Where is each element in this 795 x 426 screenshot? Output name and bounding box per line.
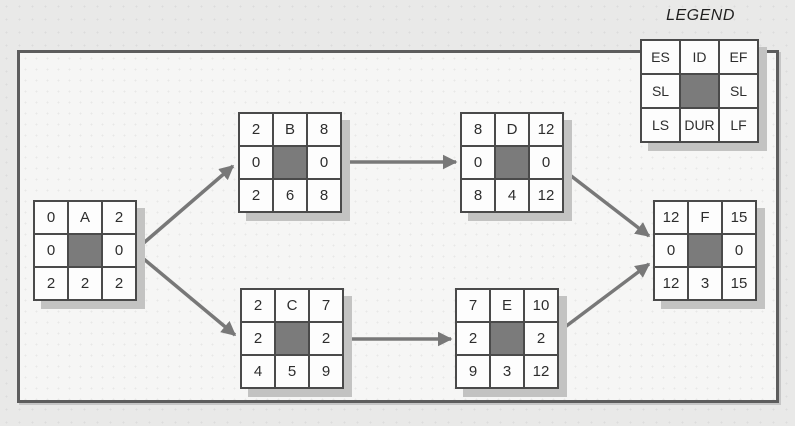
legend-lf-label: LF: [720, 109, 757, 141]
slack-right-value: 0: [103, 235, 135, 266]
node-center-block: [274, 147, 306, 178]
legend-grid: ES ID EF SL SL LS DUR LF: [640, 39, 759, 143]
ef-value: 8: [308, 114, 340, 145]
ls-value: 12: [655, 268, 687, 299]
ef-value: 10: [525, 290, 557, 321]
lf-value: 8: [308, 180, 340, 211]
dur-value: 6: [274, 180, 306, 211]
dur-value: 4: [496, 180, 528, 211]
lf-value: 2: [103, 268, 135, 299]
es-value: 0: [35, 202, 67, 233]
ls-value: 9: [457, 356, 489, 387]
lf-value: 15: [723, 268, 755, 299]
legend-dur-label: DUR: [681, 109, 718, 141]
dur-value: 3: [491, 356, 523, 387]
ls-value: 2: [35, 268, 67, 299]
activity-node-A: 0 A 2 0 0 2 2 2: [33, 200, 137, 301]
slack-right-value: 2: [525, 323, 557, 354]
slack-right-value: 0: [308, 147, 340, 178]
legend-ef-label: EF: [720, 41, 757, 73]
ls-value: 4: [242, 356, 274, 387]
lf-value: 12: [530, 180, 562, 211]
activity-node-E: 7 E 10 2 2 9 3 12: [455, 288, 559, 389]
slack-left-value: 0: [35, 235, 67, 266]
activity-id: E: [491, 290, 523, 321]
ef-value: 15: [723, 202, 755, 233]
slack-left-value: 0: [462, 147, 494, 178]
dur-value: 5: [276, 356, 308, 387]
node-center-block: [491, 323, 523, 354]
slack-left-value: 2: [457, 323, 489, 354]
ls-value: 8: [462, 180, 494, 211]
node-center-block: [69, 235, 101, 266]
es-value: 2: [242, 290, 274, 321]
legend-title: LEGEND: [666, 7, 735, 24]
ls-value: 2: [240, 180, 272, 211]
legend-sl-right-label: SL: [720, 75, 757, 107]
dur-value: 2: [69, 268, 101, 299]
slack-right-value: 0: [723, 235, 755, 266]
es-value: 2: [240, 114, 272, 145]
activity-id: A: [69, 202, 101, 233]
slack-left-value: 0: [240, 147, 272, 178]
activity-id: F: [689, 202, 721, 233]
node-center-block: [276, 323, 308, 354]
legend-ls-label: LS: [642, 109, 679, 141]
legend-center-block: [681, 75, 718, 107]
node-center-block: [689, 235, 721, 266]
legend-sl-left-label: SL: [642, 75, 679, 107]
slack-left-value: 2: [242, 323, 274, 354]
lf-value: 9: [310, 356, 342, 387]
es-value: 8: [462, 114, 494, 145]
activity-id: C: [276, 290, 308, 321]
lf-value: 12: [525, 356, 557, 387]
dur-value: 3: [689, 268, 721, 299]
activity-node-D: 8 D 12 0 0 8 4 12: [460, 112, 564, 213]
legend-es-label: ES: [642, 41, 679, 73]
activity-id: D: [496, 114, 528, 145]
es-value: 12: [655, 202, 687, 233]
ef-value: 2: [103, 202, 135, 233]
node-center-block: [496, 147, 528, 178]
activity-node-B: 2 B 8 0 0 2 6 8: [238, 112, 342, 213]
ef-value: 12: [530, 114, 562, 145]
slack-right-value: 2: [310, 323, 342, 354]
legend-id-label: ID: [681, 41, 718, 73]
slack-left-value: 0: [655, 235, 687, 266]
slack-right-value: 0: [530, 147, 562, 178]
activity-id: B: [274, 114, 306, 145]
ef-value: 7: [310, 290, 342, 321]
activity-node-F: 12 F 15 0 0 12 3 15: [653, 200, 757, 301]
es-value: 7: [457, 290, 489, 321]
activity-node-C: 2 C 7 2 2 4 5 9: [240, 288, 344, 389]
